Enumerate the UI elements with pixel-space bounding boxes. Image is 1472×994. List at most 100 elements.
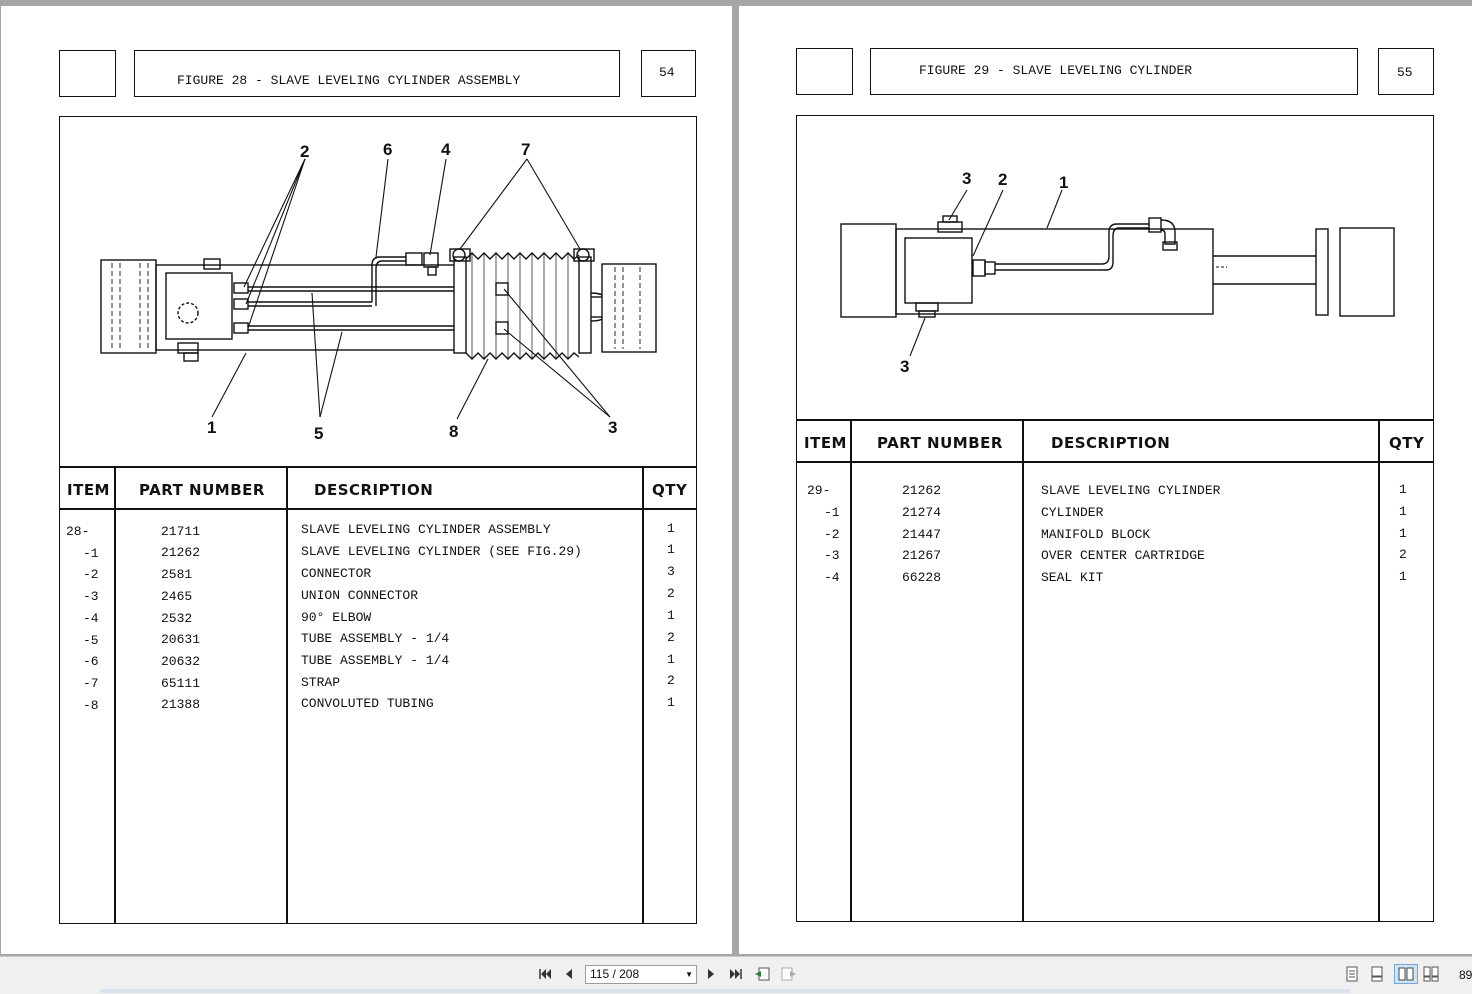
cell-item: -2 xyxy=(824,527,840,542)
page-number: 54 xyxy=(659,65,675,80)
continuous-view-icon[interactable] xyxy=(1368,965,1386,983)
cell-desc: SEAL KIT xyxy=(1041,570,1104,585)
cell-desc: CONVOLUTED TUBING xyxy=(301,696,434,711)
header-item: ITEM xyxy=(804,434,847,452)
cell-item: -5 xyxy=(83,633,99,648)
column-divider xyxy=(114,466,116,923)
cell-part: 2581 xyxy=(161,567,193,582)
cell-qty: 1 xyxy=(1399,482,1407,497)
cell-part: 65111 xyxy=(161,676,201,691)
callout-5: 5 xyxy=(314,424,323,443)
callout-1: 1 xyxy=(207,418,216,437)
continuous-facing-view-icon[interactable] xyxy=(1422,965,1440,983)
page-number: 55 xyxy=(1397,65,1413,80)
zoom-level[interactable]: 89 xyxy=(1459,968,1472,982)
cell-desc: 90° ELBOW xyxy=(301,610,372,625)
header-description: DESCRIPTION xyxy=(314,481,434,499)
cell-desc: CONNECTOR xyxy=(301,566,372,581)
cell-item: -2 xyxy=(83,567,99,582)
callout-3-top: 3 xyxy=(962,169,971,188)
cell-part: 2532 xyxy=(161,611,193,626)
cell-part: 21711 xyxy=(161,524,201,539)
cell-part: 20631 xyxy=(161,632,201,647)
cell-qty: 3 xyxy=(667,564,675,579)
header-item: ITEM xyxy=(67,481,110,499)
history-back-icon[interactable] xyxy=(753,965,771,983)
cell-qty: 2 xyxy=(1399,547,1407,562)
cell-part: 21262 xyxy=(161,545,201,560)
callout-7: 7 xyxy=(521,140,530,159)
history-forward-icon[interactable] xyxy=(780,965,798,983)
cell-desc: SLAVE LEVELING CYLINDER (SEE FIG.29) xyxy=(301,544,582,559)
cell-qty: 2 xyxy=(667,673,675,688)
cell-qty: 1 xyxy=(667,695,675,710)
cell-item: -3 xyxy=(824,548,840,563)
assembly-diagram: 2 6 4 7 1 5 8 3 xyxy=(100,140,657,443)
callout-2: 2 xyxy=(300,142,309,161)
column-divider xyxy=(850,419,852,921)
callout-3: 3 xyxy=(608,418,617,437)
last-page-icon[interactable] xyxy=(727,965,745,983)
cell-item: 28- xyxy=(66,524,90,539)
callout-2: 2 xyxy=(998,170,1007,189)
cell-item: -7 xyxy=(83,676,99,691)
cylinder-diagram: 3 2 1 3 xyxy=(840,169,1395,376)
figure-title: FIGURE 29 - SLAVE LEVELING CYLINDER xyxy=(919,63,1193,78)
cell-desc: UNION CONNECTOR xyxy=(301,588,419,603)
parts-figure-frame: 2 6 4 7 1 5 8 3 ITEM PART NUMBER DESCRIP… xyxy=(59,116,697,924)
cell-part: 66228 xyxy=(902,570,942,585)
header-qty: QTY xyxy=(1389,434,1425,452)
next-page-icon[interactable] xyxy=(702,965,720,983)
table-top-rule xyxy=(60,466,696,468)
figure-title: FIGURE 28 - SLAVE LEVELING CYLINDER ASSE… xyxy=(177,73,521,88)
page-number-select[interactable]: 115 / 208 ▼ xyxy=(585,965,697,984)
cell-qty: 1 xyxy=(667,542,675,557)
cell-desc: TUBE ASSEMBLY - 1/4 xyxy=(301,631,450,646)
cell-item: -4 xyxy=(83,611,99,626)
blank-header-box xyxy=(59,50,116,97)
header-part-number: PART NUMBER xyxy=(877,434,1003,452)
cell-desc: OVER CENTER CARTRIDGE xyxy=(1041,548,1205,563)
callout-1: 1 xyxy=(1059,173,1068,192)
cell-desc: MANIFOLD BLOCK xyxy=(1041,527,1151,542)
cell-qty: 1 xyxy=(1399,526,1407,541)
page-number-box: 55 xyxy=(1378,48,1434,95)
first-page-icon[interactable] xyxy=(536,965,554,983)
cell-part: 21267 xyxy=(902,548,942,563)
facing-pages-view-icon[interactable] xyxy=(1394,964,1418,984)
column-divider xyxy=(1022,419,1024,921)
cell-part: 21388 xyxy=(161,697,201,712)
single-page-view-icon[interactable] xyxy=(1343,965,1361,983)
parts-figure-frame: 3 2 1 3 ITEM PART NUMBER DESCRIPTION QTY… xyxy=(796,115,1434,922)
previous-page-icon[interactable] xyxy=(560,965,578,983)
cell-qty: 1 xyxy=(1399,569,1407,584)
cell-desc: SLAVE LEVELING CYLINDER ASSEMBLY xyxy=(301,522,551,537)
cell-item: -3 xyxy=(83,589,99,604)
cell-item: -1 xyxy=(824,505,840,520)
column-divider xyxy=(1378,419,1380,921)
cell-desc: TUBE ASSEMBLY - 1/4 xyxy=(301,653,450,668)
callout-3-bottom: 3 xyxy=(900,357,909,376)
callout-8: 8 xyxy=(449,422,458,441)
page-number-box: 54 xyxy=(641,50,696,97)
cell-qty: 1 xyxy=(667,521,675,536)
cell-desc: STRAP xyxy=(301,675,341,690)
column-divider xyxy=(642,466,644,923)
viewer-toolbar: 115 / 208 ▼ 89 xyxy=(0,956,1472,994)
cell-desc: CYLINDER xyxy=(1041,505,1104,520)
header-qty: QTY xyxy=(652,481,688,499)
header-description: DESCRIPTION xyxy=(1051,434,1171,452)
table-header-rule xyxy=(60,508,696,510)
horizontal-scrollbar[interactable] xyxy=(100,989,1350,993)
blank-header-box xyxy=(796,48,853,95)
cell-qty: 1 xyxy=(667,608,675,623)
column-divider xyxy=(286,466,288,923)
cell-qty: 2 xyxy=(667,586,675,601)
document-page-left: FIGURE 28 - SLAVE LEVELING CYLINDER ASSE… xyxy=(1,6,732,954)
cell-desc: SLAVE LEVELING CYLINDER xyxy=(1041,483,1221,498)
document-page-right: FIGURE 29 - SLAVE LEVELING CYLINDER 55 xyxy=(739,6,1472,954)
cell-qty: 1 xyxy=(1399,504,1407,519)
cell-part: 20632 xyxy=(161,654,201,669)
cell-part: 21447 xyxy=(902,527,942,542)
cell-item: 29- xyxy=(807,483,831,498)
